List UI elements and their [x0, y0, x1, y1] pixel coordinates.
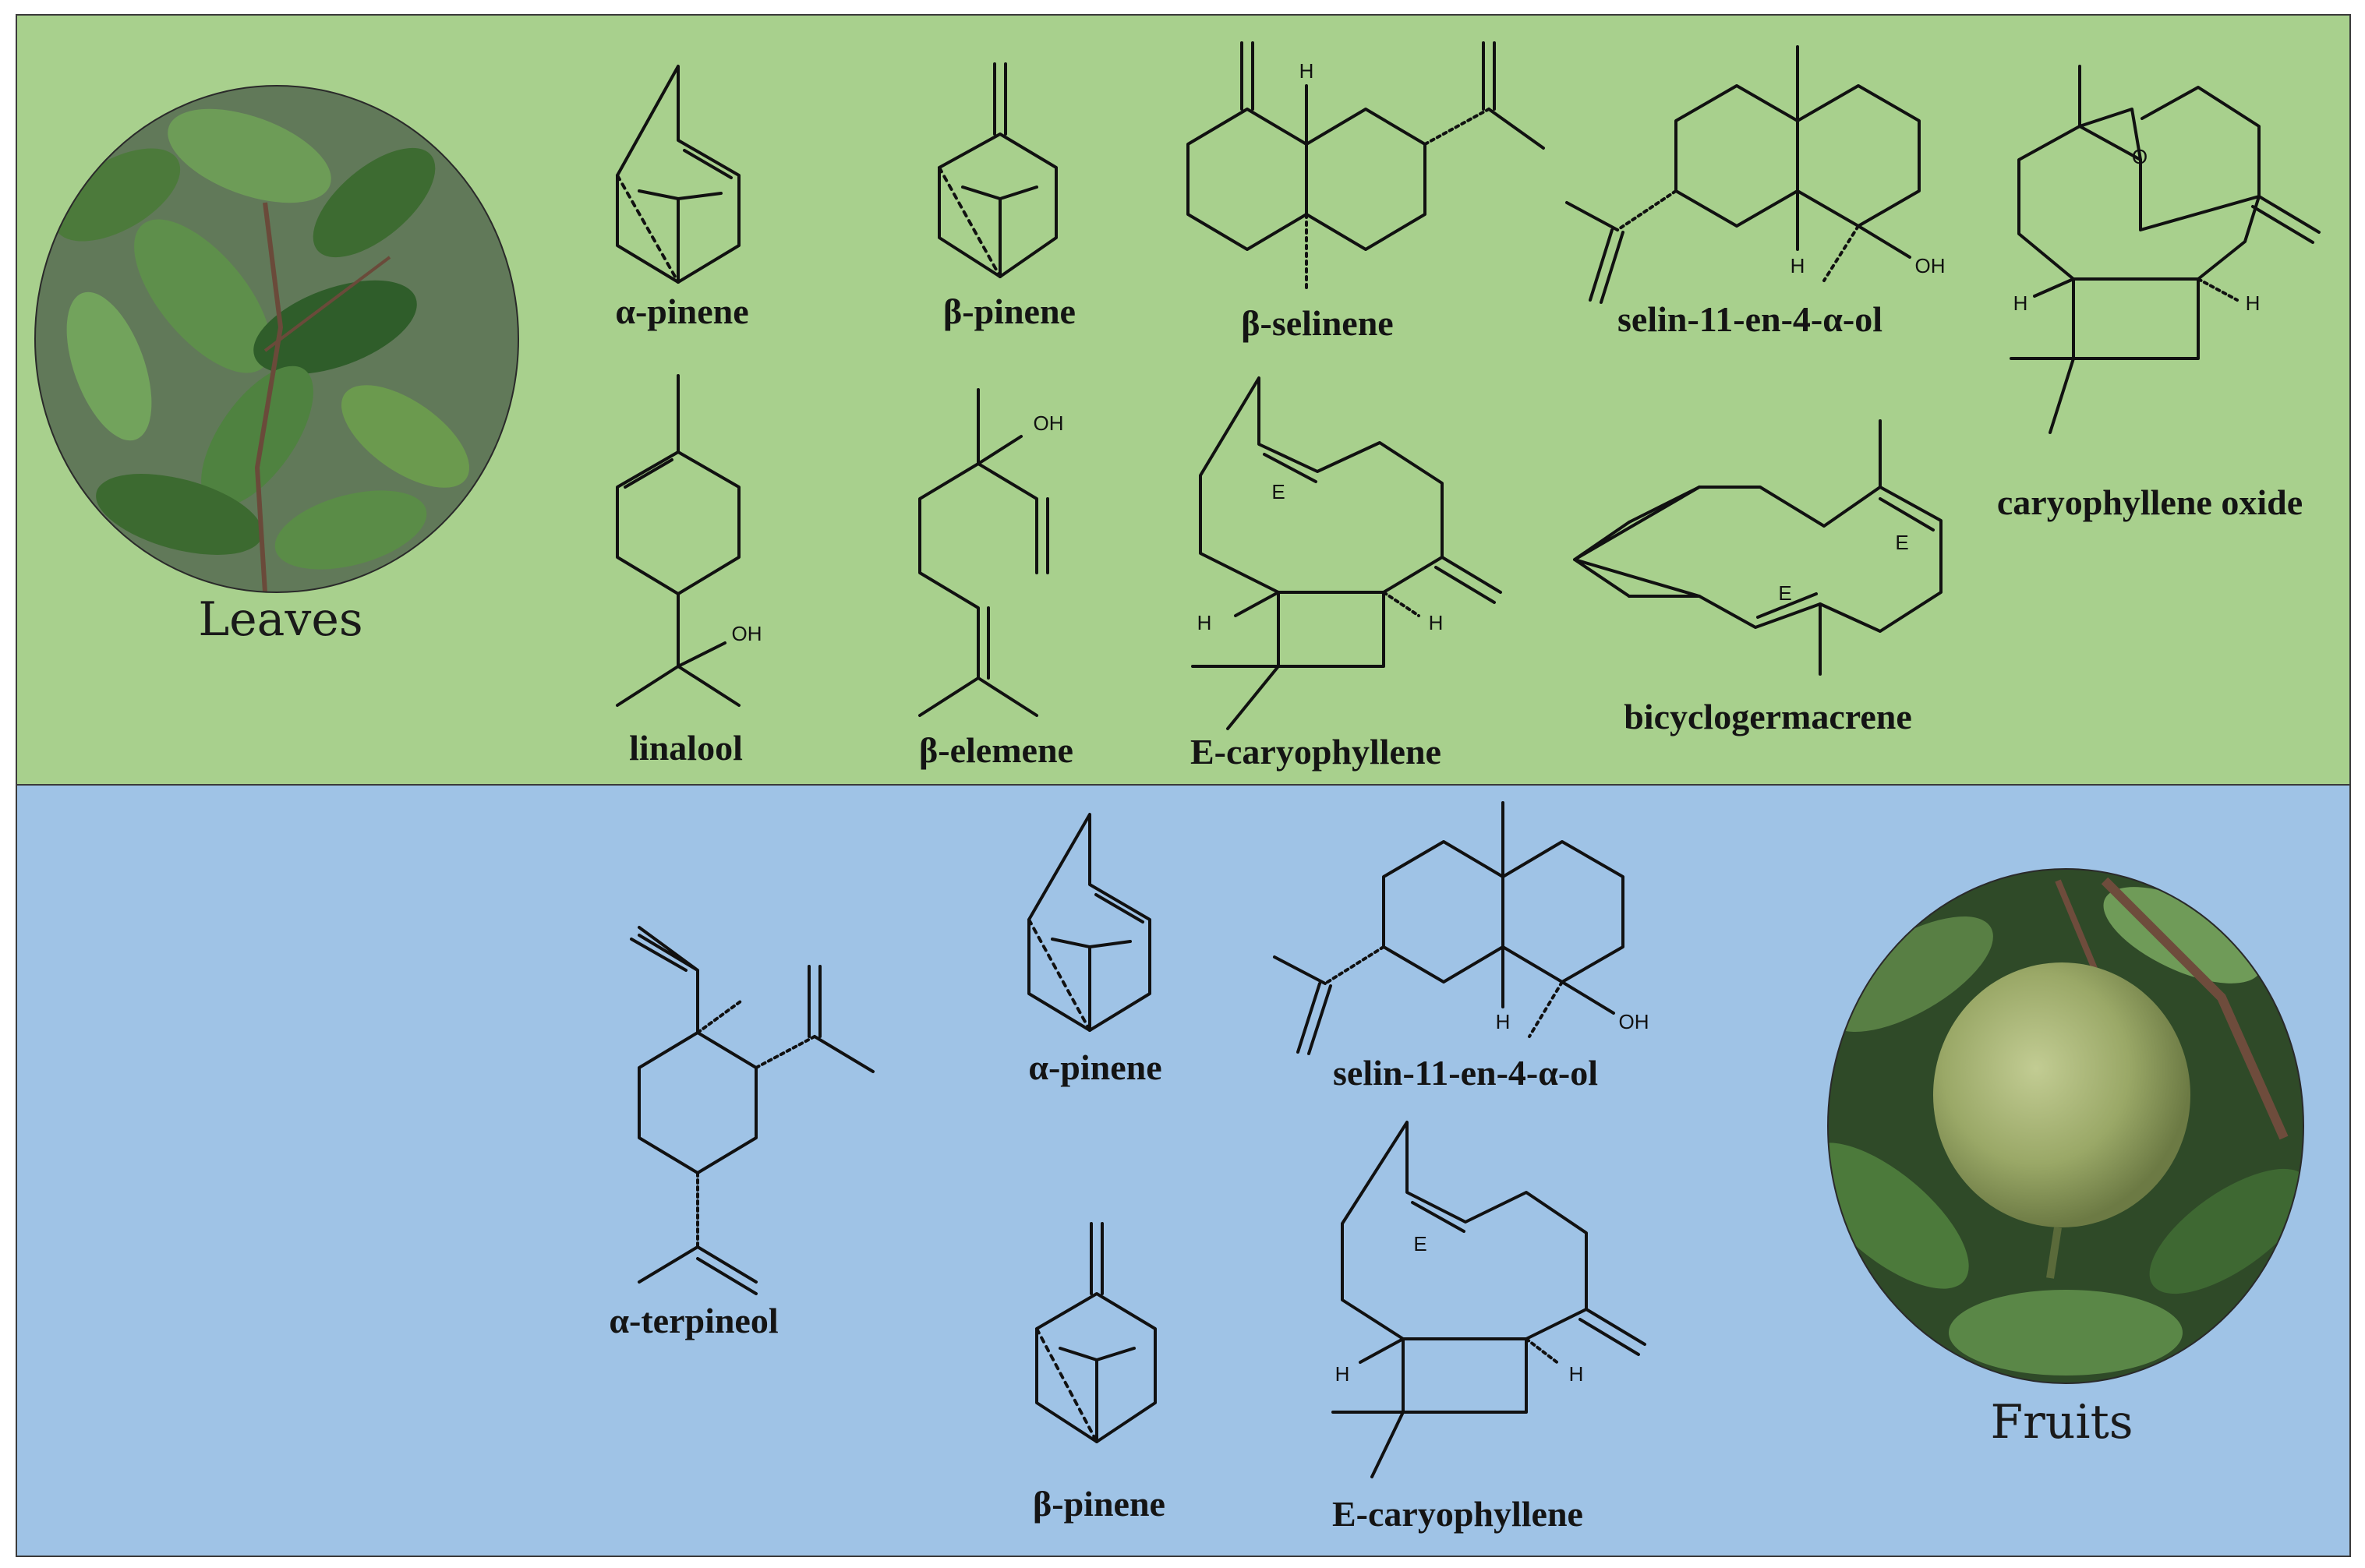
structure-selinenol-bottom: H OH [1273, 801, 1649, 1055]
atom-oh: OH [1915, 254, 1946, 277]
label-a-terpineol: α-terpineol [609, 1301, 778, 1340]
label-caryophyllene-oxide: caryophyllene oxide [1997, 482, 2303, 522]
atom-h: H [1299, 59, 1314, 83]
structure-bicyclogermacrene: E E [1573, 419, 1943, 676]
atom-h: H [1791, 254, 1805, 277]
atom-oh: OH [1034, 411, 1064, 435]
structure-b-selinene: H [1186, 41, 1545, 291]
label-a-pinene-bottom: α-pinene [1028, 1047, 1161, 1087]
label-e-caryophyllene-bottom: E-caryophyllene [1332, 1494, 1583, 1534]
leaves-label: Leaves [198, 592, 362, 647]
atom-h: H [1569, 1362, 1584, 1386]
atom-h: H [1429, 611, 1444, 634]
fruits-photo: Fruits [1827, 868, 2304, 1450]
structure-linalool: OH [616, 374, 762, 707]
label-b-pinene-bottom: β-pinene [1033, 1484, 1165, 1524]
label-b-elemene: β-elemene [919, 730, 1073, 770]
label-bicyclogermacrene: bicyclogermacrene [1624, 697, 1912, 736]
atom-o: O [2132, 145, 2148, 168]
atom-e: E [1778, 581, 1791, 605]
atom-oh: OH [1619, 1010, 1649, 1033]
atom-e: E [1413, 1232, 1426, 1255]
label-selinenol-bottom: selin-11-en-4-α-ol [1333, 1053, 1598, 1093]
label-selinenol-top: selin-11-en-4-α-ol [1617, 299, 1882, 339]
structure-e-caryophyllene-top: H H E [1191, 376, 1502, 730]
structure-b-pinene [938, 62, 1058, 278]
fruits-label: Fruits [1990, 1395, 2133, 1450]
structure-e-caryophyllene-bottom: H H E [1331, 1121, 1646, 1478]
atom-h: H [1335, 1362, 1350, 1386]
atom-h: H [2013, 291, 2028, 315]
atom-oh: OH [732, 622, 762, 645]
structure-a-pinene-bottom [1027, 813, 1151, 1032]
structure-b-elemene: OH [918, 388, 1064, 717]
leaves-photo: Leaves [34, 85, 519, 647]
structure-b-pinene-bottom [1035, 1222, 1157, 1443]
label-linalool: linalool [629, 728, 743, 768]
structure-caryophyllene-oxide: O H H [2010, 65, 2321, 434]
label-e-caryophyllene-top: E-caryophyllene [1190, 732, 1441, 772]
structure-a-terpineol [630, 926, 875, 1295]
atom-e: E [1895, 531, 1908, 554]
atom-h: H [2246, 291, 2261, 315]
label-a-pinene: α-pinene [615, 291, 748, 331]
atom-e: E [1271, 480, 1285, 503]
atom-h: H [1496, 1010, 1511, 1033]
label-b-pinene: β-pinene [943, 291, 1076, 331]
structure-selinenol: H OH [1565, 45, 1946, 304]
label-b-selinene: β-selinene [1241, 303, 1393, 343]
atom-h: H [1197, 611, 1212, 634]
structure-a-pinene [616, 65, 741, 284]
